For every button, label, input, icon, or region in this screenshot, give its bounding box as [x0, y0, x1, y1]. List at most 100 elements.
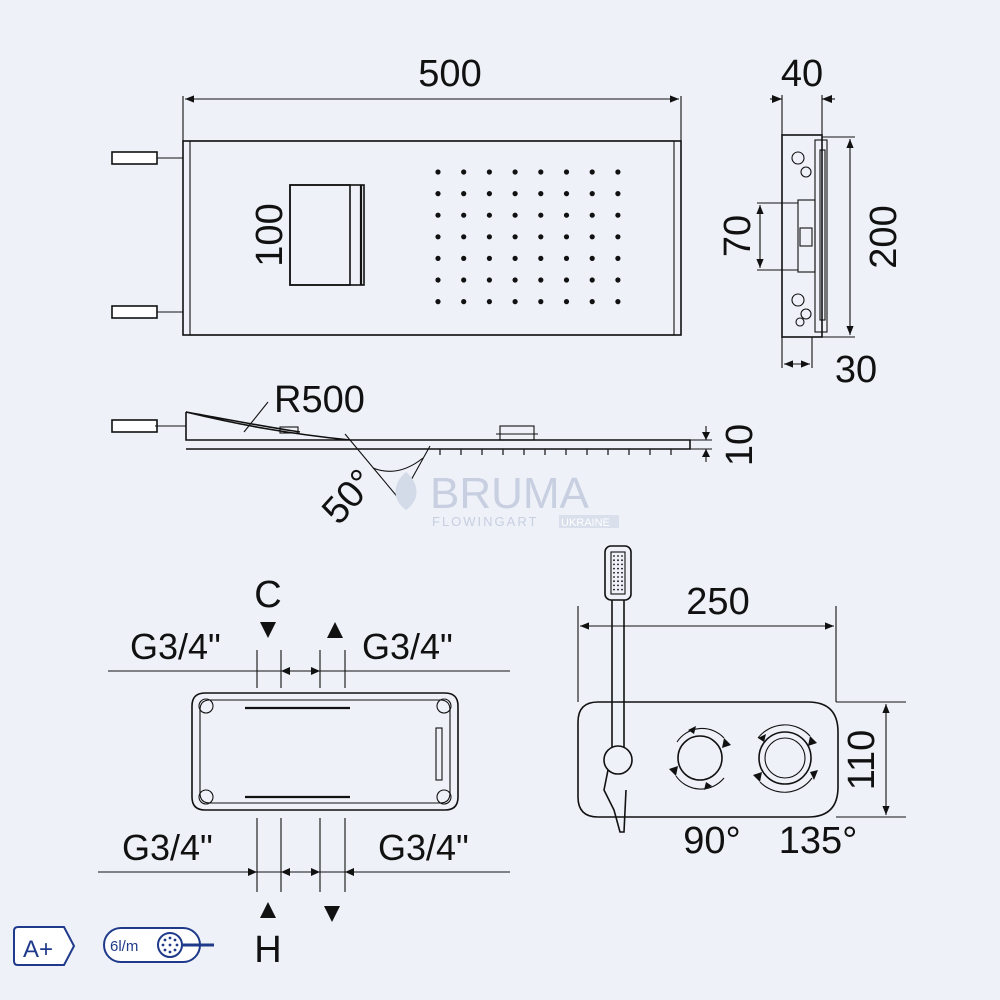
nozzle-dot: [589, 299, 595, 305]
nozzle-dot: [617, 567, 619, 570]
nozzle-dot: [538, 234, 544, 240]
nozzle-dot: [175, 943, 179, 947]
nozzle-dot: [538, 169, 544, 175]
mixer-plate: [577, 701, 839, 818]
nozzle-dot: [486, 234, 492, 240]
drip-ticks: [439, 449, 672, 455]
nozzle-dot: [621, 563, 623, 566]
dimension-base-30: 30: [835, 349, 877, 391]
nozzle-dot: [589, 169, 595, 175]
nozzle-dot: [461, 191, 467, 197]
nozzle-dot: [435, 299, 441, 305]
nozzle-dot: [613, 571, 615, 574]
port-top-right: G3/4": [362, 626, 453, 667]
nozzle-dot: [617, 559, 619, 562]
nozzle-dot: [435, 212, 441, 218]
nozzle-dot: [613, 584, 615, 587]
nozzle-dot: [621, 555, 623, 557]
port-bottom-left: G3/4": [122, 827, 213, 868]
energy-badge: A+: [13, 926, 76, 966]
valve-body: [191, 692, 459, 811]
watermark-region: UKRAINE: [561, 517, 610, 529]
nozzle-dot: [168, 936, 172, 940]
port-bottom-right: G3/4": [378, 827, 469, 868]
mixer-view: 250 110 90° 135°: [577, 545, 906, 862]
nozzle-dot: [486, 169, 492, 175]
dimension-thickness-10: 10: [719, 424, 761, 466]
nozzle-dot: [563, 212, 570, 218]
nozzle-dot: [615, 169, 621, 175]
dimension-depth-40: 40: [781, 53, 823, 95]
nozzle-dot: [617, 555, 619, 557]
nozzle-dot: [563, 191, 570, 197]
waterfall-outlet: [289, 184, 365, 286]
nozzle-dot: [538, 212, 544, 218]
pipe-connector-top: [111, 151, 158, 165]
nozzle-dot: [435, 255, 441, 261]
nozzle-dot: [512, 169, 518, 175]
hand-shower: [604, 545, 632, 601]
nozzle-dot: [615, 212, 621, 218]
arrow-down-cold: [260, 622, 276, 638]
nozzle-dot: [621, 571, 623, 574]
nozzle-dot: [486, 299, 492, 305]
nozzle-dot: [613, 559, 615, 562]
nozzle-dot: [589, 191, 595, 197]
arrow-up-top-right: [327, 622, 343, 638]
angle-right-label: 135°: [779, 820, 858, 862]
dimension-width-250: 250: [686, 581, 749, 623]
nozzle-dot: [435, 191, 441, 197]
nozzle-dot: [538, 191, 544, 197]
nozzle-dot: [163, 948, 167, 952]
nozzle-dot: [563, 234, 570, 240]
nozzle-dot: [615, 277, 621, 283]
nozzle-dot: [538, 299, 544, 305]
nozzle-dot: [461, 169, 467, 175]
nozzle-dot: [589, 255, 595, 261]
nozzle-dot: [617, 580, 619, 583]
nozzle-dot: [617, 588, 619, 591]
nozzle-dot: [563, 277, 570, 283]
nozzle-dot: [613, 555, 615, 557]
nozzle-dot: [613, 580, 615, 583]
top-view: 500 100: [111, 53, 682, 336]
brand-watermark: BRUMA FLOWINGART UKRAINE: [395, 469, 619, 529]
nozzle-dot: [461, 212, 467, 218]
nozzle-dot: [168, 950, 172, 954]
nozzle-grid: [435, 169, 621, 305]
watermark-tagline: FLOWINGART: [432, 514, 538, 529]
flow-rate-label: 6l/m: [110, 938, 138, 955]
nozzle-dot: [461, 234, 467, 240]
nozzle-dot: [486, 212, 492, 218]
nozzle-dot: [512, 234, 518, 240]
nozzle-dot: [563, 255, 570, 261]
nozzle-dot: [163, 938, 167, 942]
shower-holder: [603, 745, 633, 775]
nozzle-dot: [563, 299, 570, 305]
watermark-brand: BRUMA: [430, 469, 590, 518]
dimension-outlet-100: 100: [249, 203, 291, 266]
knob-right[interactable]: [758, 731, 812, 785]
nozzle-dot: [486, 277, 492, 283]
nozzle-dot: [563, 169, 570, 175]
nozzle-dot: [615, 234, 621, 240]
side-view: 40 70 200 30: [717, 53, 905, 391]
nozzle-dot: [615, 255, 621, 261]
nozzle-dot: [613, 563, 615, 566]
dimension-height-200: 200: [863, 205, 905, 268]
flow-badge: 6l/m: [103, 927, 214, 963]
nozzle-dot: [613, 567, 615, 570]
hot-label: H: [254, 929, 281, 971]
nozzle-dot: [621, 576, 623, 578]
knob-left[interactable]: [677, 735, 723, 781]
nozzle-dot: [461, 255, 467, 261]
nozzle-dot: [512, 299, 518, 305]
nozzle-dot: [621, 584, 623, 587]
arrow-down-bottom-right: [324, 906, 340, 922]
arrow-up-hot: [260, 902, 276, 918]
angle-label: 50°: [314, 462, 384, 533]
port-top-left: G3/4": [130, 626, 221, 667]
dimension-width-500: 500: [418, 53, 481, 95]
dimension-inlet-70: 70: [717, 215, 759, 257]
nozzle-dot: [173, 938, 177, 942]
